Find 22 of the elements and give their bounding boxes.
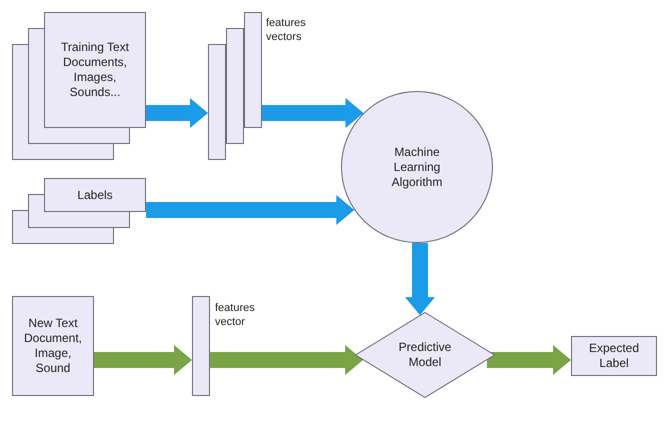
document-stack: [12, 12, 146, 162]
decision-diamond: [355, 312, 495, 398]
node-text: Predictive Model: [398, 340, 452, 370]
node-text: New Text Document, Image, Sound: [22, 316, 84, 376]
block-arrow: [146, 98, 208, 128]
document-stack: [12, 178, 146, 244]
feature-vector-bar: [208, 12, 262, 162]
node-text: Machine Learning Algorithm: [390, 144, 444, 190]
block-arrow: [405, 242, 435, 316]
node-caption: features vectors: [266, 16, 307, 45]
block-arrow: [146, 195, 354, 225]
node-text: Training Text Documents, Images, Sounds...: [60, 40, 130, 100]
node-text: Labels: [77, 188, 113, 202]
block-arrow: [94, 345, 192, 375]
node-caption: features vector: [215, 301, 256, 330]
block-arrow: [486, 345, 571, 375]
document-box: [571, 336, 657, 376]
block-arrow: [210, 345, 364, 375]
node-text: Expected Label: [588, 341, 640, 371]
document-box: [12, 296, 94, 396]
block-arrow: [262, 98, 364, 128]
feature-vector-bar: [192, 296, 210, 396]
